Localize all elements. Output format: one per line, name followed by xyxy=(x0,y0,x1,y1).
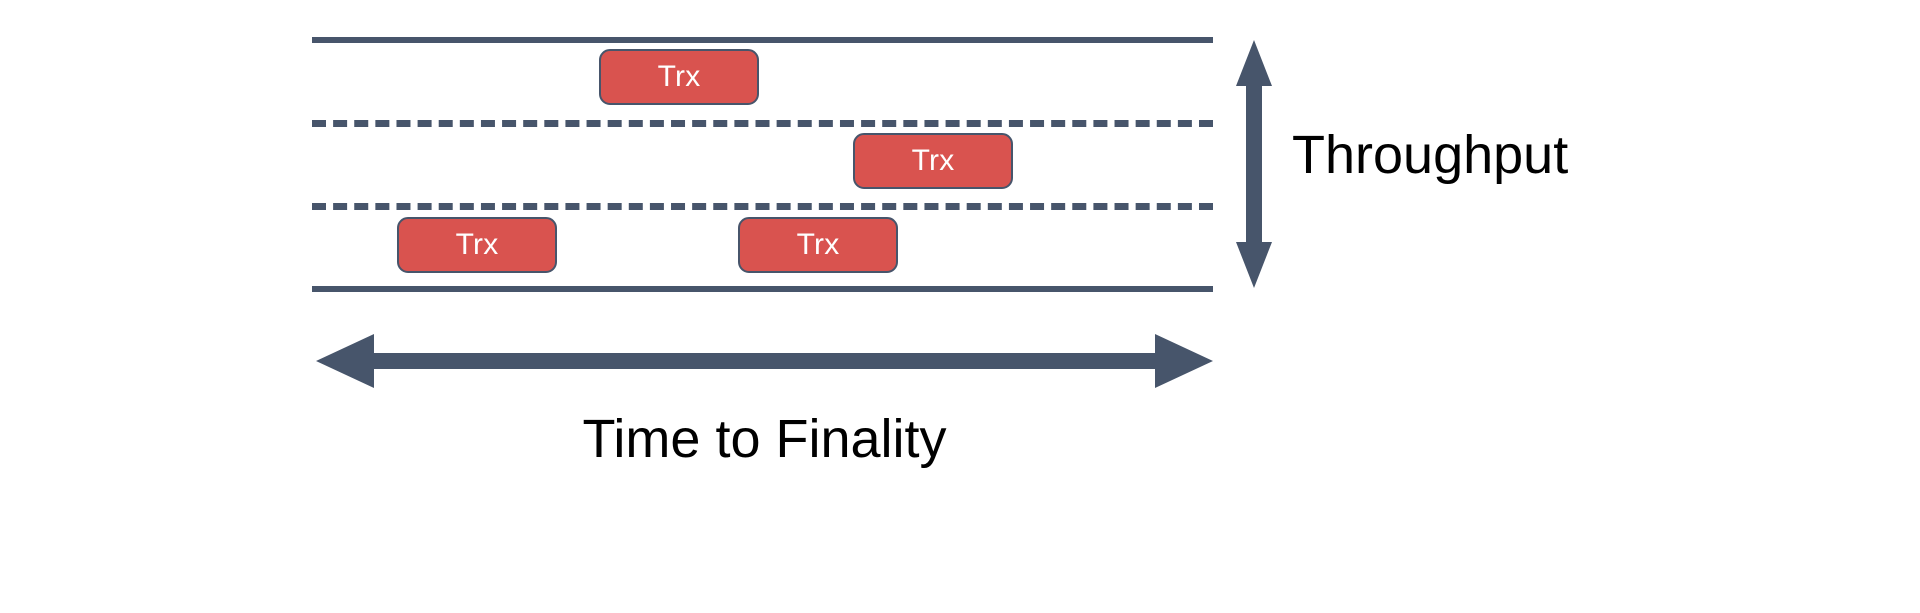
lane-boundary-mid-1 xyxy=(312,120,1213,127)
trx-block: Trx xyxy=(738,217,898,273)
lane-boundary-bottom xyxy=(312,286,1213,292)
lane-boundary-top xyxy=(312,37,1213,43)
trx-block: Trx xyxy=(397,217,557,273)
time-to-finality-axis-label: Time to Finality xyxy=(582,409,947,469)
throughput-axis-label: Throughput xyxy=(1292,125,1569,185)
lane-boundary-mid-2 xyxy=(312,203,1213,210)
trx-block: Trx xyxy=(599,49,759,105)
trx-block: Trx xyxy=(853,133,1013,189)
throughput-double-arrow-icon xyxy=(1228,38,1280,290)
time-to-finality-double-arrow-icon xyxy=(312,330,1217,392)
